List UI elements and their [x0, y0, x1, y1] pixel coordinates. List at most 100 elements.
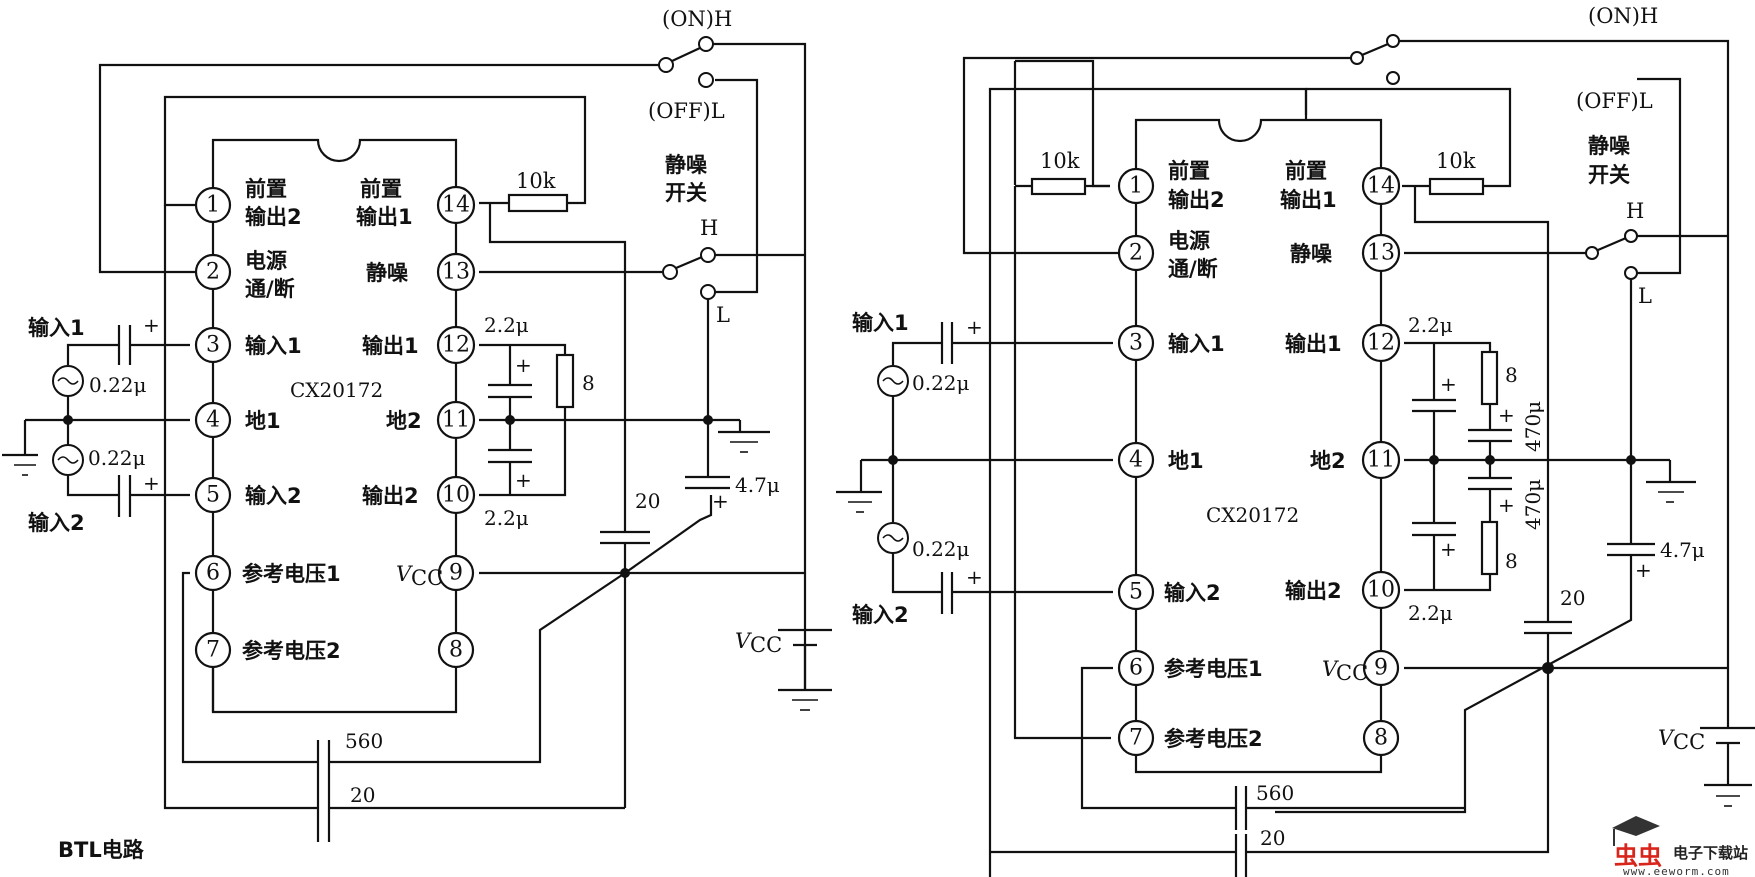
wire: [988, 87, 1308, 877]
node: [436, 400, 476, 440]
power-switch-off-left[interactable]: [698, 72, 714, 88]
power-switch-pivot-left[interactable]: [658, 57, 674, 73]
wire: [66, 343, 119, 365]
resistor-10k-a-right: [1030, 177, 1087, 196]
pin9-label-sub-left: CC: [411, 566, 443, 590]
wire: [715, 78, 759, 294]
text-label: +: [712, 489, 729, 513]
text-label: 2: [1129, 241, 1143, 266]
pin2-label-a-right: 电源: [1168, 229, 1210, 253]
label-c560-left: 560: [345, 729, 383, 753]
pins-left-side-right: 1 2 3 4 5 6 7: [1117, 167, 1155, 757]
power-switch-off-right[interactable]: [1386, 71, 1400, 85]
left-circuit: 20 20 560 H L 静噪 开关: [2, 7, 832, 842]
ic-body-right: [1134, 118, 1383, 774]
pin10-label-right: 输出2: [1285, 579, 1342, 603]
pin9-label-sub-right: CC: [1336, 661, 1368, 685]
node: [1361, 323, 1401, 363]
pins-left-side-left: 1 2 3 4 5 6 7: [194, 186, 232, 669]
watermark-url: www.eeworm.com: [1623, 865, 1730, 877]
power-switch-pivot-right[interactable]: [1350, 51, 1364, 65]
mute-switch-h-left[interactable]: [700, 247, 716, 263]
pin5-label-right: 输入2: [1164, 581, 1221, 605]
text-label: 3: [206, 333, 220, 358]
label-c22b-right: 2.2μ: [1408, 601, 1453, 625]
label-c22a-right: 2.2μ: [1408, 313, 1453, 337]
mute-switch-h-right[interactable]: [1624, 229, 1638, 243]
pin6-label-left: 参考电压1: [242, 562, 341, 586]
pins-right-side-right: 14 13 12 11 10 9 8: [1361, 166, 1401, 757]
label-cin1-left: 0.22μ: [89, 373, 147, 397]
mute-switch-pivot-left[interactable]: [662, 264, 678, 280]
node: [194, 554, 232, 592]
label-r8-left: 8: [582, 371, 595, 395]
node: [1117, 573, 1155, 611]
input1-label-right: 输入1: [852, 311, 909, 335]
wire: [479, 343, 567, 355]
node: [194, 631, 232, 669]
text-label: 3: [1129, 331, 1143, 356]
mute-h-left: H: [700, 216, 718, 240]
wire: [1404, 341, 1492, 352]
wire: [675, 255, 703, 270]
mute-switch-label-2-left: 开关: [665, 181, 707, 205]
label-c22a-left: 2.2μ: [484, 313, 529, 337]
pin3-label-left: 输入1: [245, 334, 302, 358]
mute-switch-l-right[interactable]: [1624, 266, 1638, 280]
resistor-8a-right: [1480, 350, 1499, 406]
power-off-label-left: (OFF)L: [648, 99, 725, 123]
wire: [1275, 555, 1633, 814]
ic-body-left: [211, 138, 458, 714]
pin11-label-left: 地2: [386, 409, 422, 433]
mute-l-right: L: [1638, 284, 1652, 308]
resistor-8-left: [555, 353, 575, 409]
wire-path: [882, 377, 904, 385]
node: [1362, 649, 1400, 687]
label-c20-right: 20: [1560, 586, 1585, 610]
vcc-battery-v-right: V: [1658, 726, 1675, 750]
text-label: 8: [449, 638, 463, 663]
text-label: 12: [1367, 331, 1395, 356]
label-cin2-left: 0.22μ: [88, 446, 146, 470]
mute-h-right: H: [1626, 199, 1644, 223]
text-label: 9: [449, 561, 463, 586]
node: [1117, 324, 1155, 362]
node: [194, 476, 232, 514]
wire: [891, 553, 942, 594]
text-label: 4: [206, 408, 220, 433]
label-c470b-right: 470μ: [1521, 479, 1545, 530]
pin1-label-b-right: 输出2: [1168, 188, 1225, 212]
node: [1361, 570, 1401, 610]
pin14-label-a-left: 前置: [360, 177, 402, 201]
power-switch-on-left[interactable]: [698, 36, 714, 52]
pin11-label-right: 地2: [1310, 449, 1346, 473]
node: [1117, 167, 1155, 205]
ic-part-right: CX20172: [1206, 503, 1299, 527]
node: [1585, 246, 1599, 260]
power-switch-on-right[interactable]: [1386, 34, 1400, 48]
pin13-label-left: 静噪: [366, 261, 409, 285]
node: [1362, 719, 1400, 757]
text-label: 9: [1374, 656, 1388, 681]
input2-label-right: 输入2: [852, 603, 909, 627]
text-label: 10: [1367, 578, 1395, 603]
text-label: +: [515, 468, 532, 492]
pin13-label-right: 静噪: [1290, 242, 1333, 266]
text-label: 5: [1129, 580, 1143, 605]
pin1-label-a-right: 前置: [1168, 159, 1210, 183]
pin4-label-left: 地1: [245, 409, 281, 433]
resistor-8b-right: [1480, 520, 1499, 576]
text-label: 1: [206, 193, 220, 218]
power-on-label-left: (ON)H: [662, 7, 732, 31]
node: [194, 186, 232, 224]
node: [437, 631, 475, 669]
mute-switch-l-left[interactable]: [700, 284, 716, 300]
wire-feedback-left: [163, 95, 587, 207]
node: [436, 475, 476, 515]
text-label: +: [515, 353, 532, 377]
watermark: 虫虫 电子下载站 www.eeworm.com: [1612, 816, 1748, 877]
pins-right-side-left: 14 13 12 11 10 9 8: [436, 185, 476, 669]
node: [1361, 166, 1401, 206]
node: [620, 568, 630, 578]
text-label: 11: [1367, 448, 1395, 473]
